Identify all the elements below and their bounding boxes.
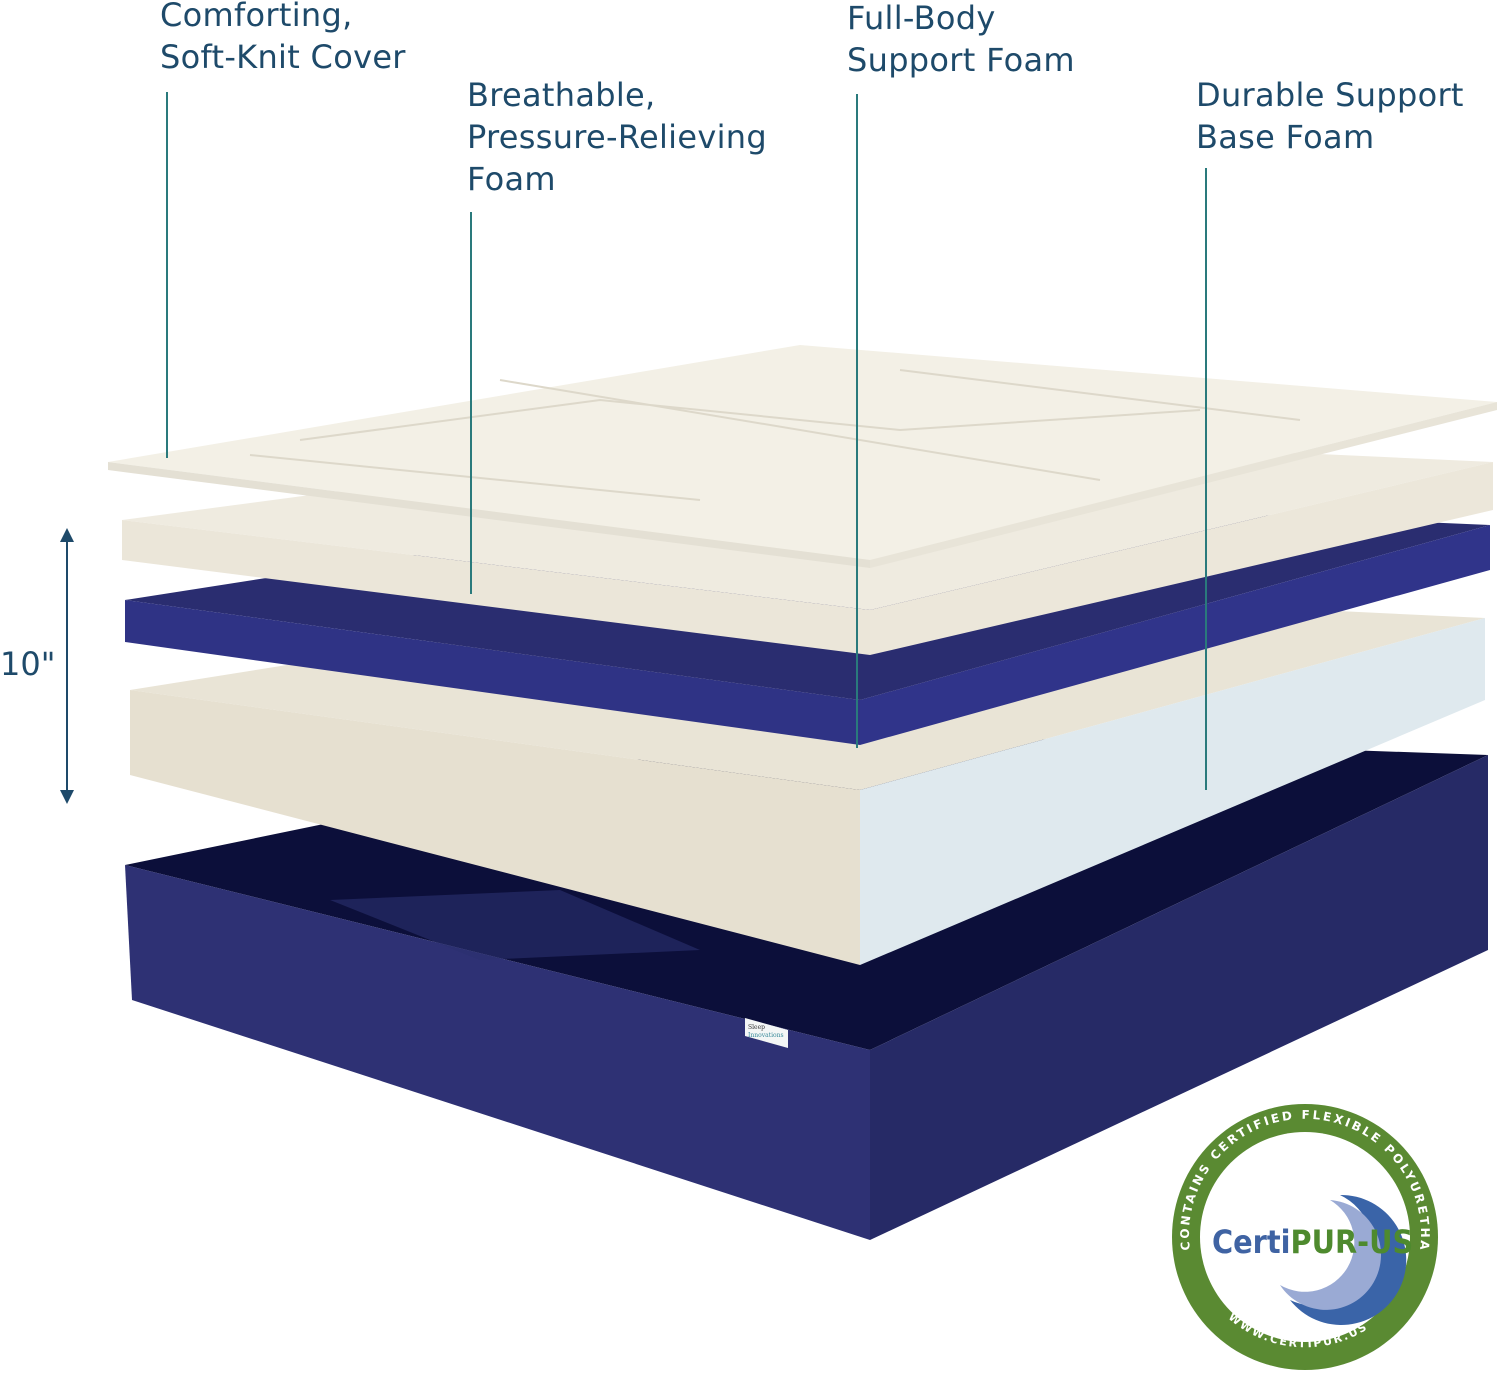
- soft-knit-cover-layer: [108, 345, 1497, 568]
- height-dimension-arrow: [60, 528, 74, 804]
- seal-name: CertiPUR-US: [1212, 1223, 1413, 1261]
- height-dimension-label: 10": [0, 645, 56, 683]
- leader-lines: [166, 92, 1207, 790]
- brand-tag: Sleep Innovations: [745, 1018, 788, 1048]
- label-cover: Comforting,Soft-Knit Cover: [160, 0, 406, 76]
- brand-tag-line1: Sleep: [748, 1024, 765, 1031]
- brand-tag-line2: Innovations: [748, 1032, 784, 1039]
